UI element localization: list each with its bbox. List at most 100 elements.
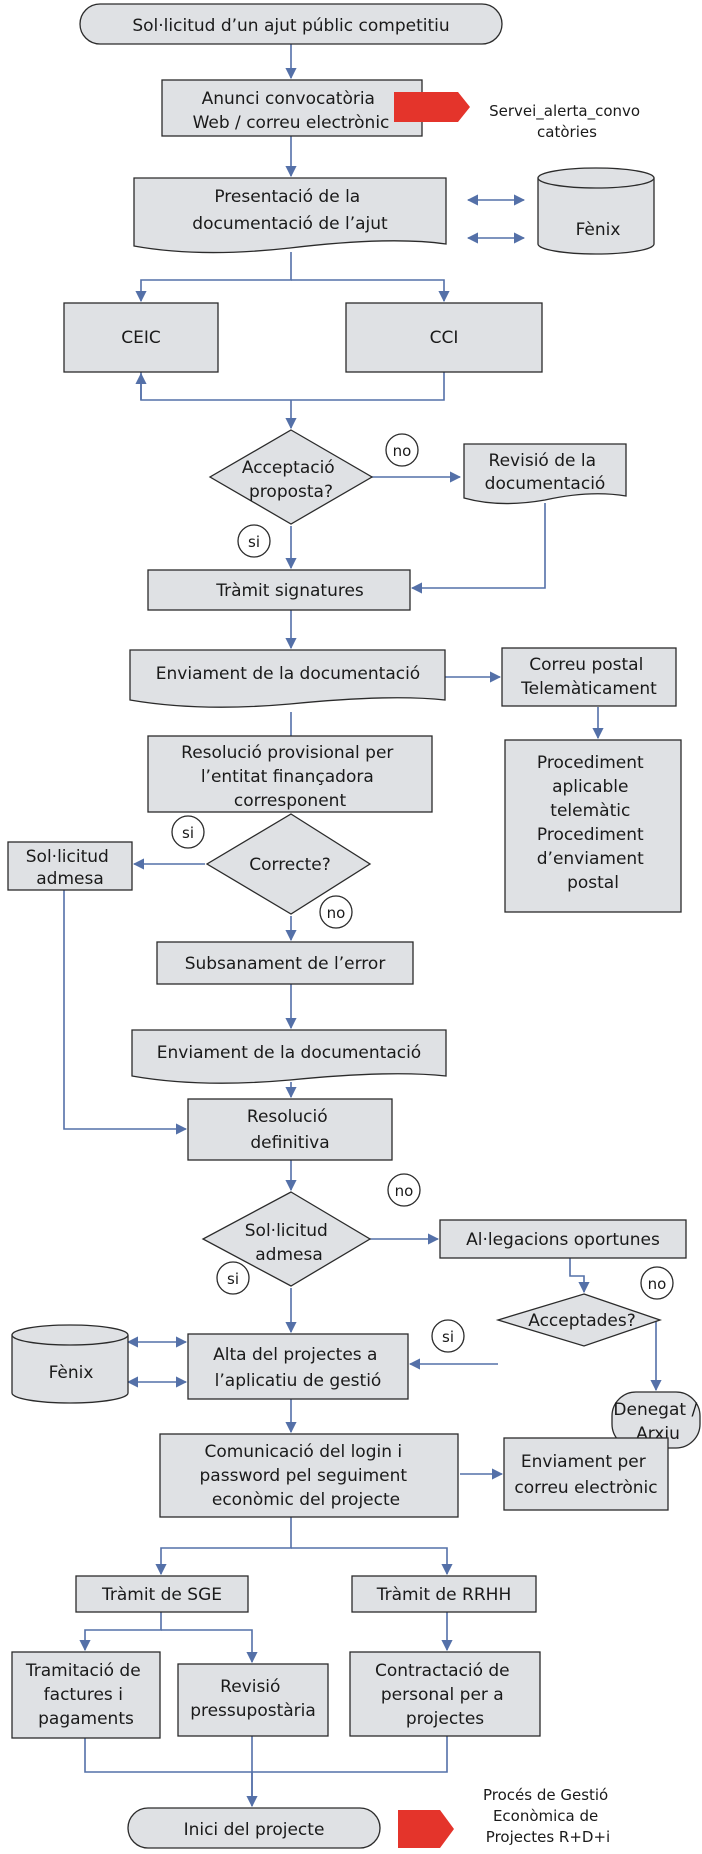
svg-text:si: si	[182, 824, 194, 842]
badge-si: si	[431, 1319, 465, 1353]
double-arrow-icon	[126, 1336, 188, 1388]
svg-text:no: no	[393, 442, 412, 460]
badge-no: no	[387, 1173, 421, 1207]
node-enviament-doc-2-line: Enviament de la documentació	[157, 1043, 421, 1063]
node-anunci: Anunci convocatòria Web / correu electrò…	[161, 79, 423, 137]
svg-text:Revisió de la documentac: Revisió de la documentació	[485, 451, 606, 494]
svg-text:Tramitació de factures i: Tramitació de factures i pagaments	[25, 1661, 146, 1729]
node-allegacions: Al·legacions oportunes	[439, 1219, 687, 1259]
node-resolucio-prov-line: Resolució provisional per	[181, 743, 393, 763]
svg-text:si: si	[442, 1328, 454, 1346]
node-anunci-line: Web / correu electrònic	[193, 113, 390, 133]
svg-text:Correu postal Telemàtica: Correu postal Telemàticament	[520, 655, 657, 699]
node-proces: Procés de Gestió Econòmica de Projectes …	[483, 1786, 613, 1846]
node-subsanament-line: Subsanament de l’error	[185, 954, 386, 974]
svg-text:Procediment aplicable: Procediment aplicable telemàtic Procedim…	[537, 753, 650, 893]
node-tramit-rrhh-line: Tràmit de RRHH	[376, 1585, 512, 1605]
node-procediment: Procediment aplicable telemàtic Procedim…	[504, 739, 682, 913]
node-tramit-signatures-line: Tràmit signatures	[215, 581, 364, 601]
node-inici: Inici del projecte	[127, 1807, 381, 1849]
node-resolucio-def-line: Resolució	[247, 1107, 328, 1127]
node-anunci-line: Anunci convocatòria	[202, 89, 375, 109]
node-tramit-rrhh: Tràmit de RRHH	[351, 1575, 537, 1613]
node-revisio-doc-line: Revisió de la	[489, 451, 596, 471]
node-presentacio-line: documentació de l’ajut	[192, 214, 388, 234]
node-servei-alerta-line: catòries	[537, 123, 597, 141]
svg-text:Sol·licitud admesa: Sol·licitud admesa	[26, 847, 114, 889]
node-comunicacio: Comunicació del login i password pel seg…	[159, 1433, 459, 1518]
node-ceic: CEIC	[63, 302, 219, 373]
svg-text:Acceptació proposta?: Acceptació proposta?	[242, 458, 340, 502]
node-proces-line: Projectes R+D+i	[486, 1828, 610, 1846]
node-enviament-correu: Enviament per correu electrònic	[503, 1437, 669, 1511]
node-denegat-line: Denegat /	[613, 1400, 697, 1420]
node-contractacio-line: Contractació de	[375, 1661, 510, 1681]
svg-text:Contractació de personal: Contractació de personal per a projectes	[375, 1661, 515, 1729]
node-procediment-line: telemàtic	[550, 801, 630, 821]
svg-text:Resolució provisional per: Resolució provisional per l’entitat fina…	[181, 743, 399, 811]
svg-text:Comunicació del login i: Comunicació del login i password pel seg…	[200, 1442, 413, 1510]
svg-text:Tràmit de SGE: Tràmit de SGE	[101, 1585, 222, 1605]
svg-text:Resolució definitiva: Resolució definitiva	[247, 1107, 333, 1153]
svg-text:Fènix: Fènix	[576, 220, 621, 240]
node-correu-postal-line: Correu postal	[529, 655, 643, 675]
node-correu-postal: Correu postal Telemàticament	[501, 647, 677, 707]
node-enviament-correu-line: Enviament per	[521, 1452, 646, 1472]
node-ceic-line: CEIC	[121, 328, 161, 348]
node-procediment-line: Procediment	[537, 753, 644, 773]
node-comunicacio-line: econòmic del projecte	[212, 1490, 400, 1510]
node-fenix-top-line: Fènix	[576, 220, 621, 240]
node-procediment-line: d’enviament	[537, 849, 644, 869]
svg-text:Revisió pressupostària: Revisió pressupostària	[190, 1677, 316, 1721]
svg-text:Al·legacions oportunes: Al·legacions oportunes	[466, 1230, 660, 1250]
svg-text:Enviament de la documentació: Enviament de la documentació	[157, 1043, 421, 1063]
node-acceptades-line: Acceptades?	[528, 1311, 636, 1331]
node-sol-admesa-q-line: Sol·licitud	[245, 1221, 328, 1241]
svg-text:CEIC: CEIC	[121, 328, 161, 348]
node-contractacio: Contractació de personal per a projectes	[349, 1651, 541, 1737]
node-revisio-doc: Revisió de la documentació	[463, 443, 627, 505]
node-revisio-press-line: pressupostària	[190, 1701, 316, 1721]
node-alta-line: l’aplicatiu de gestió	[215, 1371, 382, 1391]
node-inici-line: Inici del projecte	[184, 1820, 325, 1840]
node-enviament-doc-2: Enviament de la documentació	[131, 1029, 447, 1084]
node-fenix-top: Fènix	[537, 167, 655, 255]
node-revisio-doc-line: documentació	[485, 474, 606, 494]
svg-text:Sol·licitud d’un ajut públic c: Sol·licitud d’un ajut públic competitiu	[132, 16, 449, 36]
svg-text:Tràmit de RRHH: Tràmit de RRHH	[376, 1585, 512, 1605]
node-acceptacio-line: Acceptació	[242, 458, 335, 478]
badge-si: si	[171, 815, 205, 849]
node-denegat: Denegat / Arxiu	[611, 1391, 701, 1449]
node-comunicacio-line: Comunicació del login i	[204, 1442, 402, 1462]
badge-no: no	[385, 433, 419, 467]
node-tramitacio-line: pagaments	[38, 1709, 134, 1729]
badge-si: si	[216, 1261, 250, 1295]
svg-text:Correcte?: Correcte?	[249, 855, 331, 875]
node-resolucio-prov-line: corresponent	[234, 791, 347, 811]
node-servei-alerta: Servei_alerta_convo catòries	[489, 102, 645, 141]
node-acceptacio-line: proposta?	[249, 482, 333, 502]
double-arrow-icon	[466, 194, 526, 244]
node-sol-admesa-1-line: Sol·licitud	[26, 847, 109, 867]
node-procediment-line: aplicable	[552, 777, 628, 797]
node-acceptacio: Acceptació proposta?	[208, 429, 374, 525]
node-revisio-press: Revisió pressupostària	[177, 1663, 329, 1737]
node-acceptades: Acceptades?	[495, 1293, 663, 1347]
node-tramitacio: Tramitació de factures i pagaments	[11, 1651, 161, 1739]
node-start: Sol·licitud d’un ajut públic competitiu	[79, 3, 503, 45]
node-presentacio-line: Presentació de la	[214, 187, 360, 207]
svg-text:Sol·licitud admesa: Sol·licitud admesa	[245, 1221, 333, 1265]
svg-text:Enviament per correu ele: Enviament per correu electrònic	[514, 1452, 657, 1498]
node-comunicacio-line: password pel seguiment	[200, 1466, 408, 1486]
svg-text:CCI: CCI	[430, 328, 459, 348]
node-tramit-signatures: Tràmit signatures	[147, 569, 411, 611]
node-tramit-sge: Tràmit de SGE	[75, 1575, 249, 1613]
svg-text:si: si	[248, 533, 260, 551]
node-correu-postal-line: Telemàticament	[520, 679, 657, 699]
node-revisio-press-line: Revisió	[220, 1677, 280, 1697]
node-contractacio-line: personal per a	[381, 1685, 504, 1705]
node-correcte-line: Correcte?	[249, 855, 331, 875]
node-resolucio-def: Resolució definitiva	[187, 1098, 393, 1161]
svg-text:Fènix: Fènix	[49, 1363, 94, 1383]
svg-text:Tràmit signatures: Tràmit signatures	[215, 581, 364, 601]
